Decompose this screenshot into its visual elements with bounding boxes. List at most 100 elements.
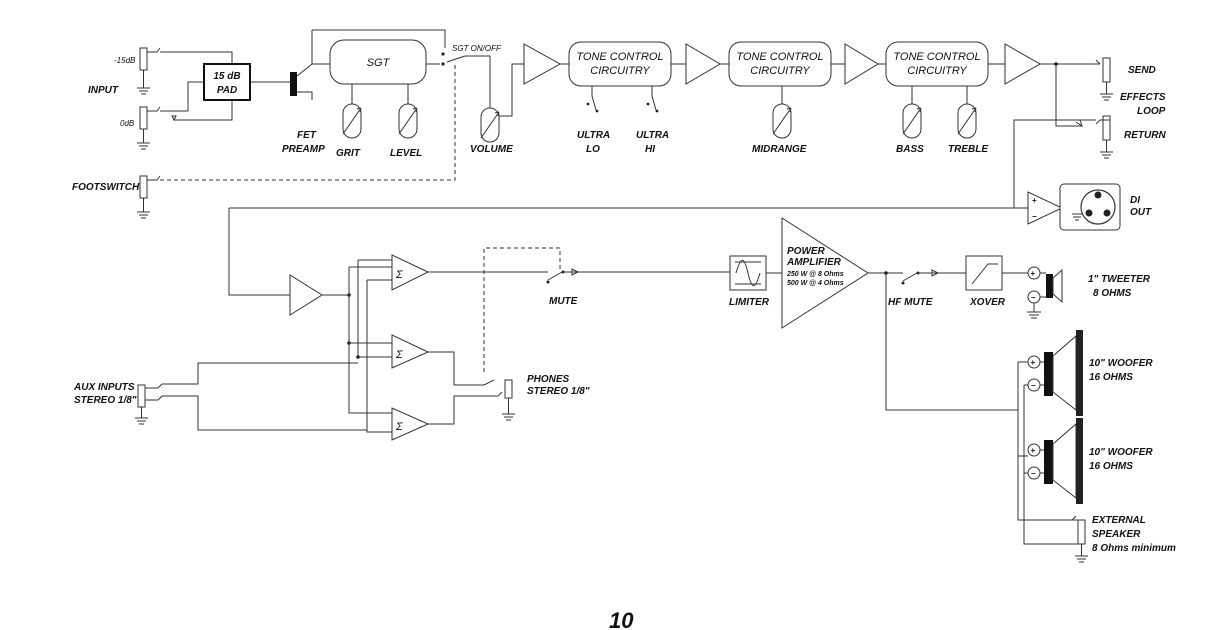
fet-label-line1: FET xyxy=(297,130,317,141)
send-label: SEND xyxy=(1128,65,1156,76)
buffer-amp-2 xyxy=(685,43,721,85)
tone-control-block-1 xyxy=(568,41,672,87)
jack-tip xyxy=(147,47,161,53)
external-speaker-jack[interactable] xyxy=(1077,519,1086,545)
ground-symbol xyxy=(1027,303,1041,319)
tone2-label-line2: CIRCUITRY xyxy=(750,65,810,77)
footswitch-jack[interactable] xyxy=(139,175,148,199)
woofer1-label-line2: 16 OHMS xyxy=(1089,372,1133,383)
minus15db-jack[interactable] xyxy=(139,47,148,71)
tweeter-label-line1: 1" TWEETER xyxy=(1088,274,1151,285)
buffer-amp-1 xyxy=(523,43,562,85)
mute-switch[interactable] xyxy=(547,271,563,281)
tone1-label-line2: CIRCUITRY xyxy=(590,65,650,77)
plus-sign: + xyxy=(1031,269,1036,278)
woofer2-frame xyxy=(1076,418,1083,504)
woofer2-label-line2: 16 OHMS xyxy=(1089,461,1133,472)
ground-symbol xyxy=(1075,544,1088,563)
plus-sign: + xyxy=(1031,358,1036,367)
aux-label-line1: AUX INPUTS xyxy=(73,382,135,393)
xover-label: XOVER xyxy=(969,297,1006,308)
bass-label: BASS xyxy=(896,144,924,155)
footswitch-label: FOOTSWITCH xyxy=(72,182,140,193)
power-section: LIMITER POWER AMPLIFIER 250 W @ 8 Ohms 5… xyxy=(729,217,1176,563)
minus-sign: − xyxy=(1031,293,1036,302)
fet-preamp-symbol xyxy=(290,72,297,96)
sigma-right: Σ xyxy=(395,421,403,433)
send-jack[interactable] xyxy=(1102,57,1111,83)
ultra-lo-switch[interactable] xyxy=(591,86,597,111)
buffer-amp-3 xyxy=(844,43,879,85)
aux-input-jack[interactable] xyxy=(137,384,146,408)
woofer1-cone xyxy=(1052,334,1077,412)
ground-symbol xyxy=(1100,140,1113,159)
ground-symbol xyxy=(135,407,148,425)
power-label-line2: AMPLIFIER xyxy=(786,257,842,268)
midrange-label: MIDRANGE xyxy=(752,144,807,155)
ground-symbol xyxy=(137,70,150,95)
input-section: INPUT -15dB 0dB 15 dB PAD FET PREAMP xyxy=(88,47,325,155)
di-plus: + xyxy=(1032,196,1037,205)
hf-mute-switch[interactable] xyxy=(902,272,918,282)
woofer2-cone xyxy=(1052,422,1077,500)
woofer2-magnet xyxy=(1044,440,1053,484)
ultra-hi-label-line1: ULTRA xyxy=(636,130,669,141)
woofer1-magnet xyxy=(1044,352,1053,396)
tone-control-block-3 xyxy=(885,41,989,87)
sgt-switch[interactable] xyxy=(446,55,466,63)
volume-label: VOLUME xyxy=(470,144,513,155)
ultra-hi-label-line2: HI xyxy=(645,144,655,155)
tweeter-magnet xyxy=(1046,274,1053,298)
page-number: 10 xyxy=(609,608,634,630)
ground-symbol xyxy=(137,198,150,219)
ultra-hi-switch[interactable] xyxy=(651,86,657,111)
minus-sign: − xyxy=(1031,381,1036,390)
di-label-line2: OUT xyxy=(1130,207,1152,218)
aux-label-line2: STEREO 1/8" xyxy=(74,395,137,406)
ultra-lo-label-line1: ULTRA xyxy=(577,130,610,141)
ext-label-line1: EXTERNAL xyxy=(1092,515,1146,526)
grit-label: GRIT xyxy=(336,148,361,159)
phones-label-line1: PHONES xyxy=(527,374,570,385)
buffer-amp-4 xyxy=(1004,43,1042,85)
pad-label-line2: PAD xyxy=(217,85,237,96)
woofer2-label-line1: 10" WOOFER xyxy=(1089,447,1153,458)
level-label: LEVEL xyxy=(390,148,422,159)
treble-label: TREBLE xyxy=(948,144,988,155)
ground-symbol xyxy=(137,129,150,150)
sgt-label: SGT xyxy=(367,57,391,69)
sgt-block xyxy=(329,39,427,85)
footswitch-control-line xyxy=(160,64,456,181)
tone-control-block-2 xyxy=(728,41,832,87)
phones-label-line2: STEREO 1/8" xyxy=(527,386,590,397)
effects-label-line2: LOOP xyxy=(1137,106,1166,117)
tone2-label-line1: TONE CONTROL xyxy=(736,51,823,63)
di-label-line1: DI xyxy=(1130,195,1140,206)
tweeter-label-line2: 8 OHMS xyxy=(1093,288,1132,299)
phones-jack[interactable] xyxy=(504,379,513,399)
sgt-onoff-label: SGT ON/OFF xyxy=(452,44,502,53)
input-label: INPUT xyxy=(88,85,119,96)
ultra-lo-label-line2: LO xyxy=(586,144,600,155)
limiter-label: LIMITER xyxy=(729,297,770,308)
return-label: RETURN xyxy=(1124,130,1166,141)
power-label-line4: 500 W @ 4 Ohms xyxy=(787,280,844,287)
zerodb-label: 0dB xyxy=(120,119,135,128)
minus-sign: − xyxy=(1031,469,1036,478)
effects-label-line1: EFFECTS xyxy=(1120,92,1166,103)
power-label-line3: 250 W @ 8 Ohms xyxy=(786,271,844,278)
fet-label-line2: PREAMP xyxy=(282,144,325,155)
di-minus: − xyxy=(1032,212,1037,221)
ext-label-line2: SPEAKER xyxy=(1092,529,1141,540)
woofer1-frame xyxy=(1076,330,1083,416)
pad-label-line1: 15 dB xyxy=(213,71,240,82)
zerodb-jack[interactable] xyxy=(139,106,148,130)
sgt-section: SGT SGT ON/OFF GRIT LEVEL VOLUME FOOTSWI… xyxy=(72,29,524,219)
main-signal-buffer xyxy=(289,274,323,316)
summing-amp-right xyxy=(391,407,430,441)
effects-loop-section: SEND EFFECTS LOOP RETURN + − DI OUT xyxy=(229,57,1166,231)
crossover-block xyxy=(965,255,1003,291)
power-amplifier xyxy=(781,217,869,329)
